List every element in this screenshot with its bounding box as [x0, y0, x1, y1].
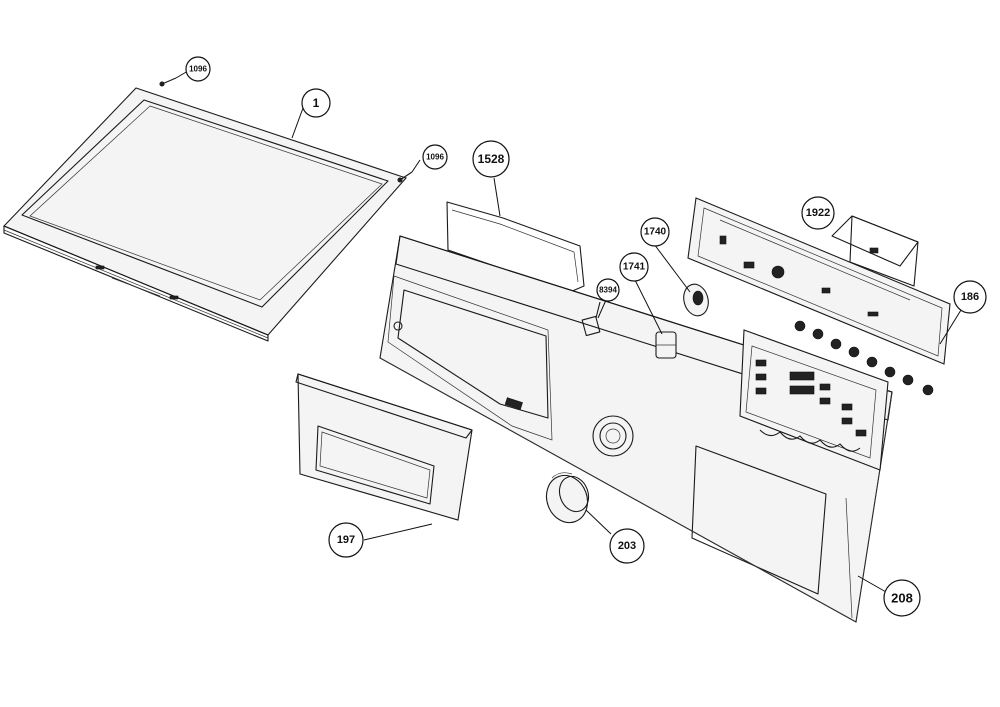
display-board-part-186: [739, 320, 934, 471]
clip-part-8394: [581, 301, 601, 337]
svg-text:197: 197: [337, 534, 355, 546]
callout-8394: 8394: [596, 278, 620, 302]
callout-203: 203: [609, 528, 645, 564]
callout-1: 1: [301, 88, 331, 118]
control-panel-part: [379, 235, 893, 623]
drawer-front-part: [295, 373, 473, 521]
callout-1922: 1922: [801, 196, 835, 230]
callout-1528: 1528: [472, 140, 510, 178]
leader-lines: [175, 70, 962, 593]
svg-text:208: 208: [891, 591, 913, 606]
bracket-part: [831, 215, 919, 287]
svg-text:1: 1: [313, 96, 320, 110]
svg-text:1741: 1741: [623, 262, 646, 273]
callout-197: 197: [328, 522, 364, 558]
svg-text:1528: 1528: [478, 152, 505, 166]
callout-1096-top: 1096: [185, 56, 211, 82]
frame-part-1528: [446, 201, 585, 293]
callout-1096-right: 1096: [422, 144, 448, 170]
callout-1740: 1740: [640, 217, 670, 247]
light-guide-part-1740: [683, 283, 709, 317]
svg-text:1096: 1096: [189, 65, 207, 74]
svg-text:1922: 1922: [806, 207, 830, 219]
callout-1741: 1741: [619, 252, 649, 282]
svg-text:1740: 1740: [644, 227, 667, 238]
svg-text:1096: 1096: [426, 153, 444, 162]
callout-186: 186: [953, 280, 987, 314]
screw-part-1096-top: [159, 77, 177, 87]
top-cover-part: [3, 87, 407, 342]
svg-text:8394: 8394: [599, 286, 617, 295]
plunger-part-1741: [655, 331, 677, 359]
knob-part: [545, 472, 590, 524]
pcb-part-1922: [687, 197, 951, 365]
screw-part-1096-right: [397, 171, 413, 183]
svg-text:203: 203: [618, 540, 636, 552]
svg-text:186: 186: [961, 291, 979, 303]
callout-208: 208: [883, 579, 921, 617]
